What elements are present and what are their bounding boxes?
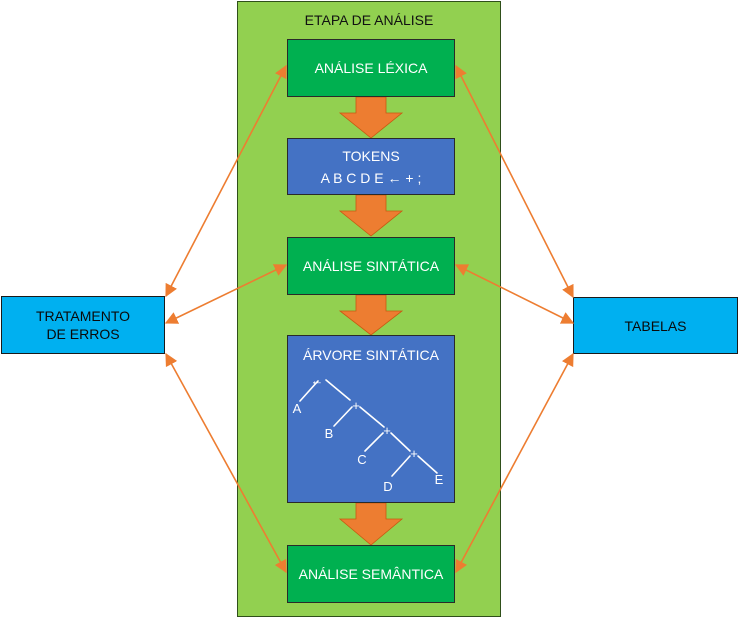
semantic-analysis-box: ANÁLISE SEMÂNTICA [287,545,455,603]
connector-tables-lexical [455,64,574,299]
down-arrow-2 [338,194,404,237]
tokens-title: TOKENS [342,147,400,164]
error-handling-box: TRATAMENTO DE ERROS [1,296,165,354]
tables-label: TABELAS [624,317,687,334]
down-arrow-1 [338,96,404,139]
tree-edge [390,432,411,452]
down-arrow-3 [338,294,404,336]
tree-plus-label: + [383,423,391,438]
tree-leaf-c: C [357,452,366,467]
tree-edge [333,406,353,427]
tree-edge [417,455,438,474]
tree-edge [359,406,385,428]
tree-edge [325,379,351,401]
tree-plus-label: + [352,398,360,413]
lexical-analysis-label: ANÁLISE LÉXICA [314,60,428,76]
tree-edge [391,455,411,477]
error-handling-line2: DE ERROS [46,326,120,342]
down-arrow-4 [338,502,404,546]
tree-edge [299,380,319,402]
tree-edge [364,432,384,452]
semantic-analysis-label: ANÁLISE SEMÂNTICA [298,566,444,582]
tokens-value: A B C D E ← + ; [320,169,422,186]
syntactic-analysis-box: ANÁLISE SINTÁTICA [287,237,455,295]
tree-leaf-e: E [435,472,444,487]
error-handling-line1: TRATAMENTO [35,308,131,324]
analysis-stage-title: ETAPA DE ANÁLISE [304,12,434,28]
tokens-box: TOKENS A B C D E ← + ; [287,138,455,195]
syntax-tree-title: ÁRVORE SINTÁTICA [303,347,439,363]
tables-box: TABELAS [573,297,738,354]
tree-plus-label: + [410,446,418,461]
syntactic-analysis-label: ANÁLISE SINTÁTICA [302,258,440,274]
connector-error-lexical [165,64,287,298]
connector-error-syntactic [164,264,288,324]
tree-leaf-d: D [383,479,392,494]
syntax-tree-box: ÁRVORE SINTÁTICA [287,335,455,503]
connector-error-semantic [165,352,287,574]
connector-tables-syntactic [454,264,575,324]
tree-leaf-b: B [325,426,334,441]
tree-leaf-a: A [293,401,302,416]
lexical-analysis-box: ANÁLISE LÉXICA [287,39,455,97]
connector-tables-semantic [455,352,574,574]
tree-root-label: ← [311,373,324,388]
